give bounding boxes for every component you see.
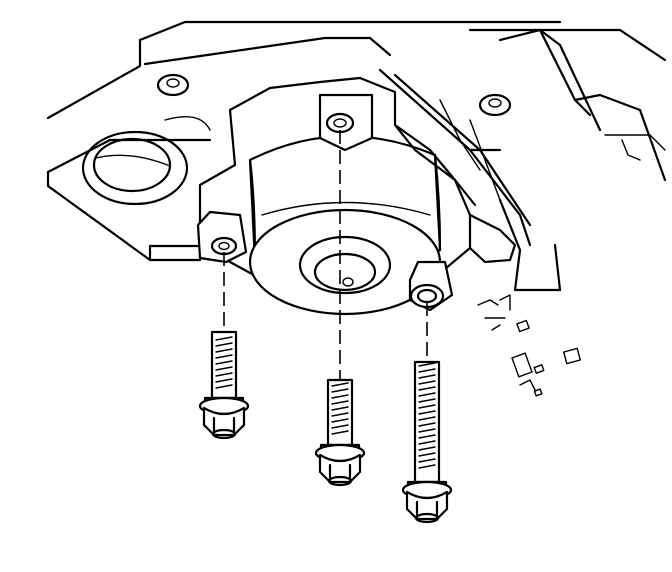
flange-bolt-right (401, 360, 453, 524)
mount-boss-right (478, 93, 512, 117)
motor-mount-ear-top (318, 93, 374, 152)
mount-boss-left (156, 73, 190, 97)
case-detail-marks (477, 294, 582, 397)
motor-mount-ear-left (196, 210, 248, 264)
seal-ring (81, 130, 189, 206)
flange-bolt-left (198, 330, 250, 440)
transmission-case (46, 20, 667, 397)
motor-mount-ear-right (408, 260, 454, 312)
flange-bolt-center (314, 378, 366, 487)
alignment-lines (223, 130, 428, 385)
motor-assembly (196, 76, 517, 316)
motor-body (248, 135, 442, 316)
